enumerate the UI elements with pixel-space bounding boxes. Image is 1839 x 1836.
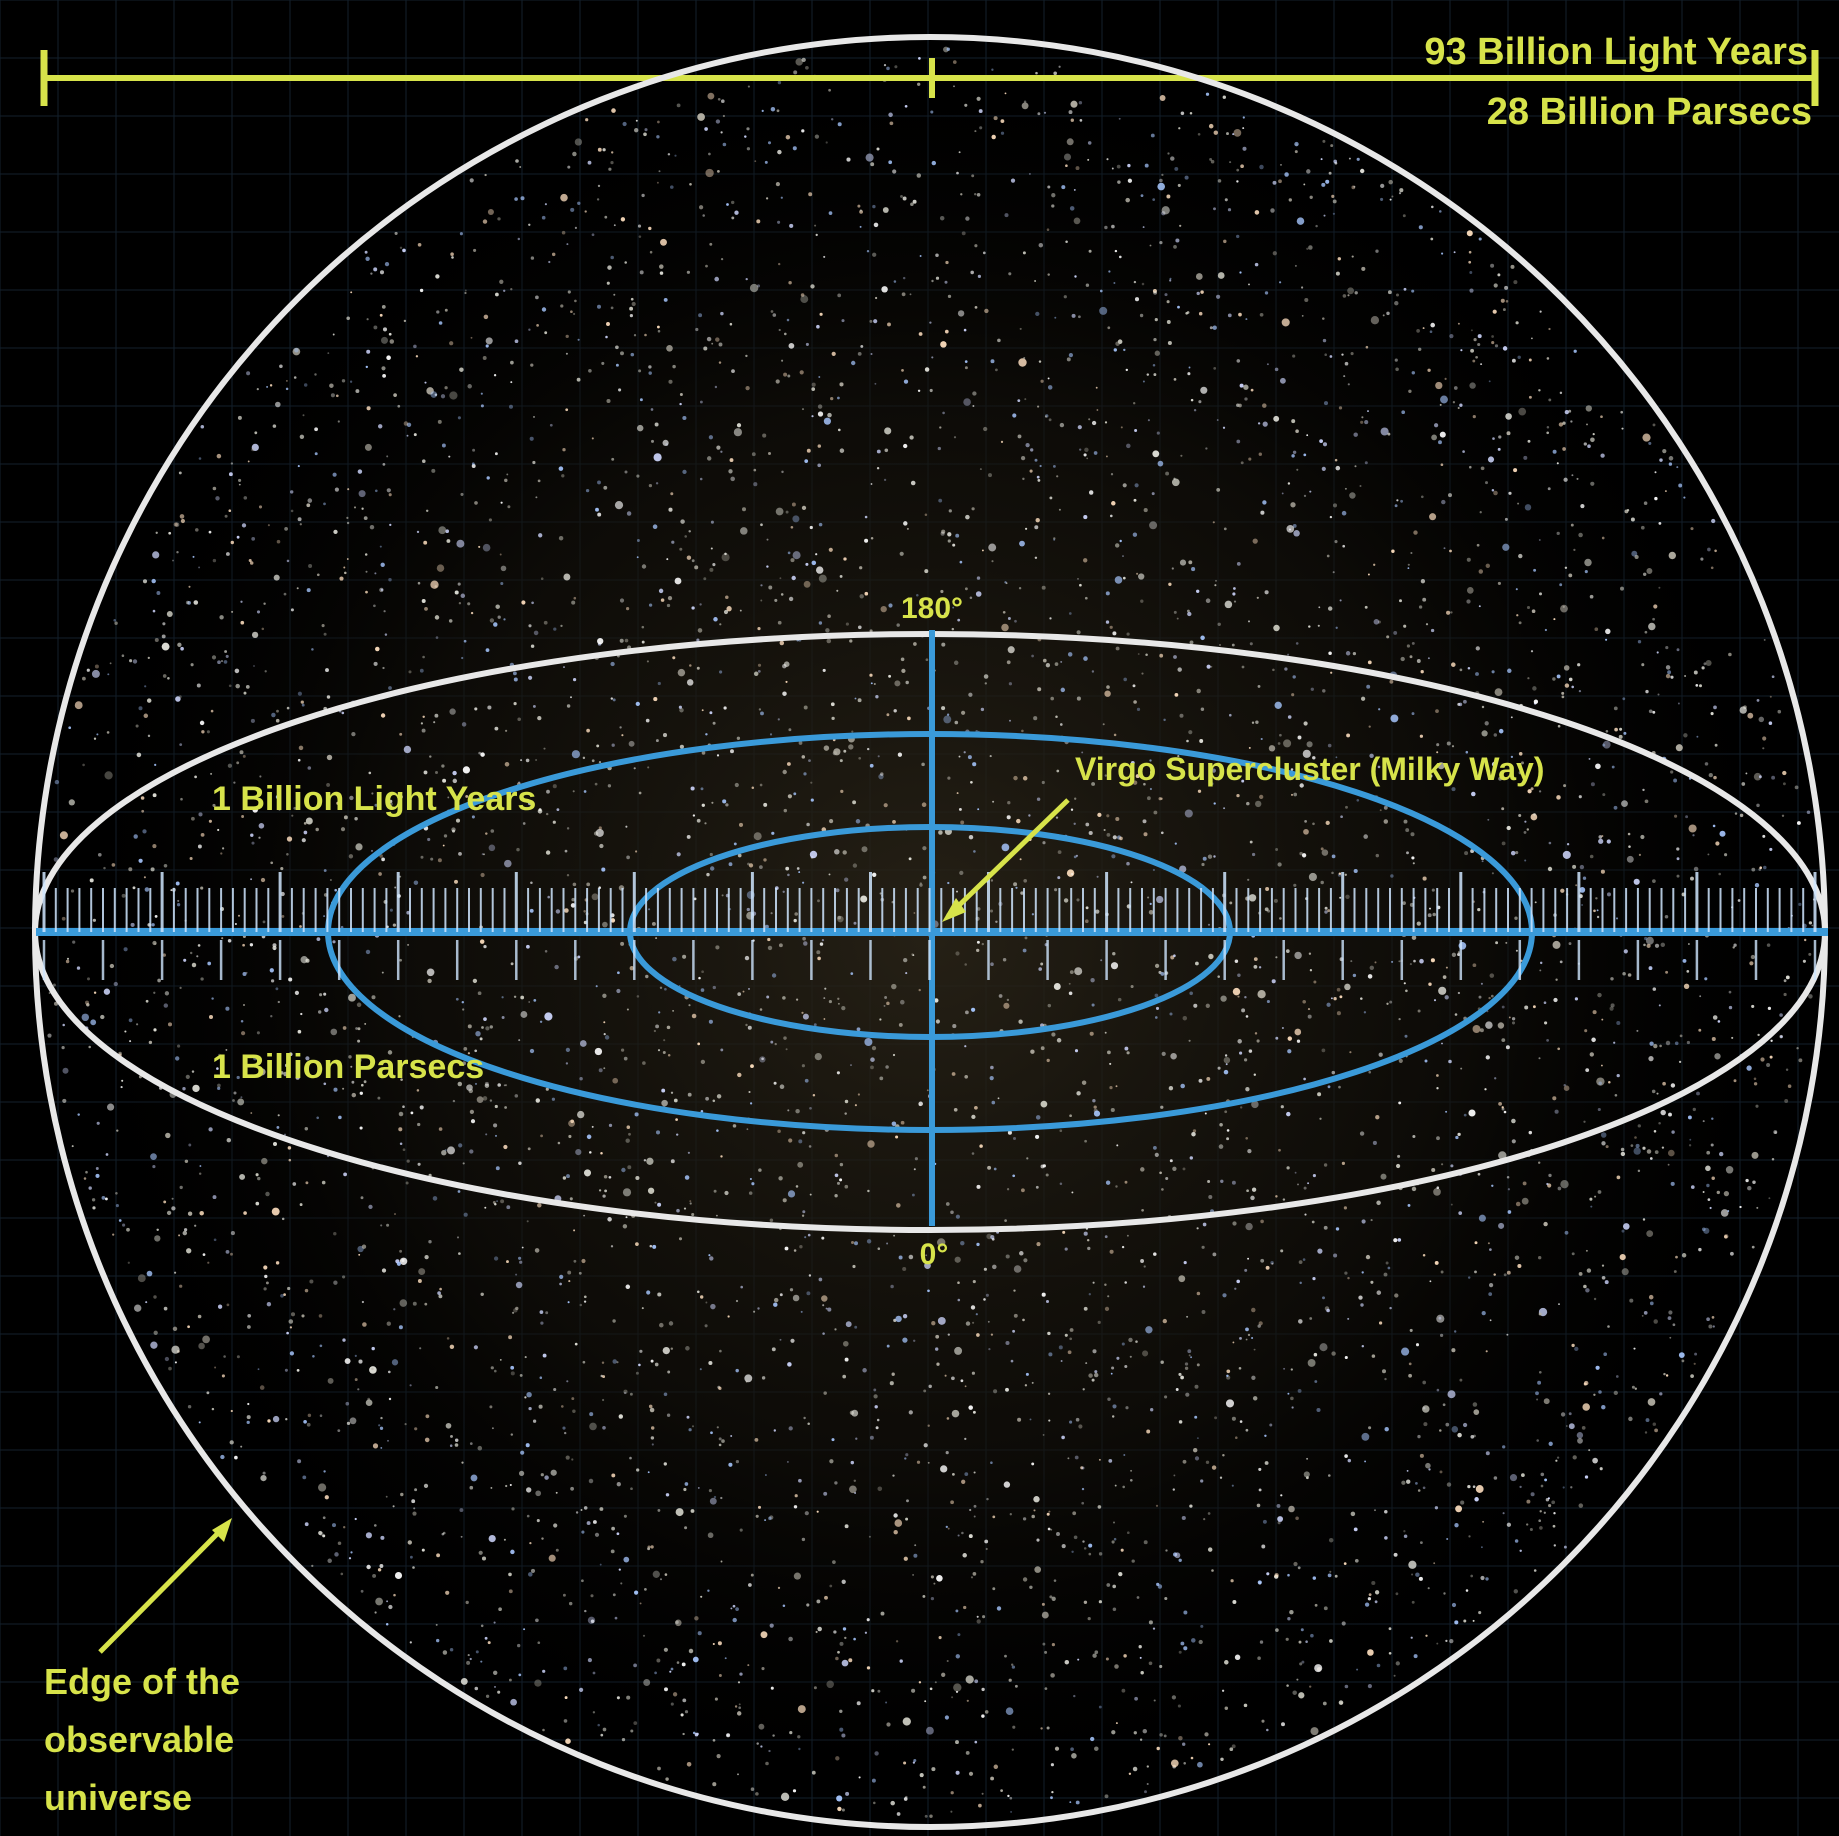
scale-light-years-label: 93 Billion Light Years: [1424, 31, 1808, 73]
scale-bar: 93 Billion Light Years 28 Billion Parsec…: [40, 31, 1819, 133]
edge-label-line-3: universe: [44, 1777, 192, 1818]
virgo-arrow-head: [942, 898, 966, 922]
angle-top-label: 180°: [901, 592, 963, 625]
edge-label-line-2: observable: [44, 1719, 234, 1760]
virgo-pointer: Virgo Supercluster (Milky Way): [942, 751, 1544, 922]
virgo-supercluster-label: Virgo Supercluster (Milky Way): [1075, 751, 1544, 787]
edge-arrow-line: [98, 1523, 228, 1654]
ring-parsecs-label: 1 Billion Parsecs: [212, 1048, 484, 1086]
ring-light-years-label: 1 Billion Light Years: [212, 780, 536, 818]
edge-pointer: Edge of the observable universe: [44, 1518, 240, 1818]
galaxy-field: [47, 46, 1816, 1818]
scale-parsecs-label: 28 Billion Parsecs: [1487, 91, 1812, 133]
angle-bottom-label: 0°: [920, 1238, 949, 1271]
axis-tick-marks: [42, 872, 1817, 980]
virgo-arrow-line: [946, 798, 1070, 918]
edge-arrow-head: [212, 1518, 232, 1542]
edge-label-line-1: Edge of the: [44, 1661, 240, 1702]
